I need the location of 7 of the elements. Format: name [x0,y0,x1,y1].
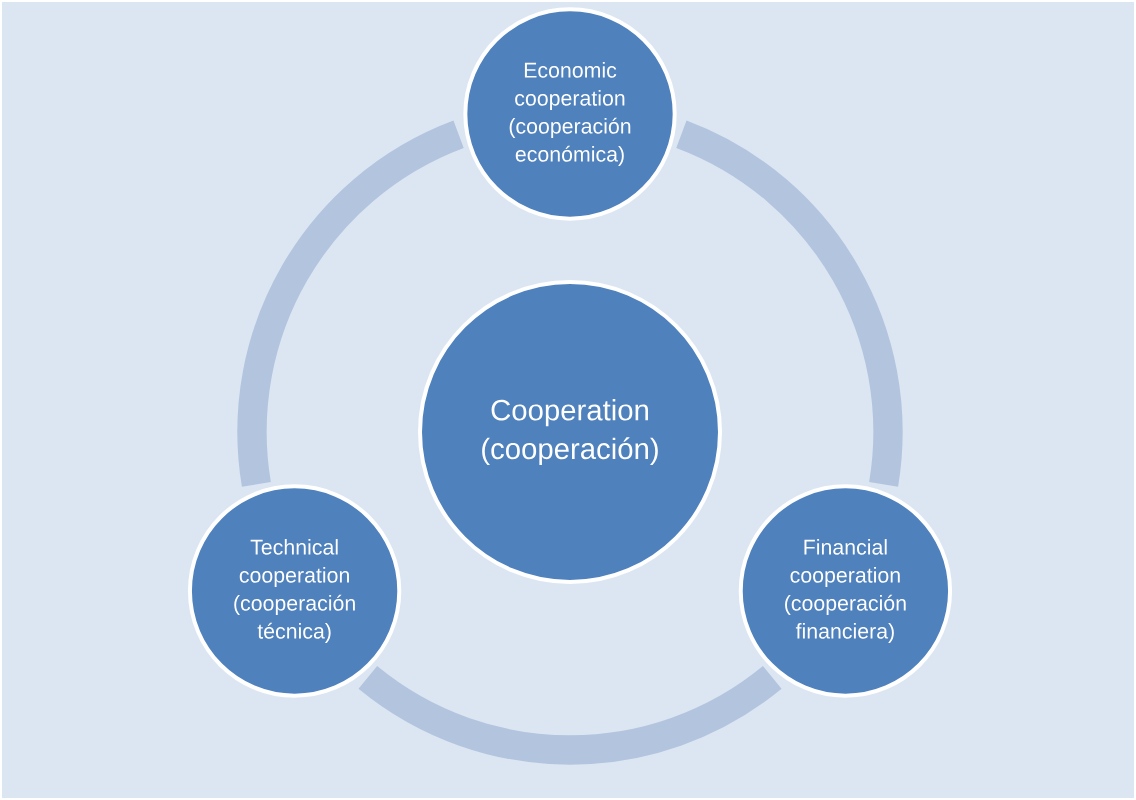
circle-node: Financial cooperation (cooperación financiera) [738,484,953,698]
ring-arc [359,665,781,765]
circle-node: Technical cooperation (cooperación técnica) [187,484,402,698]
ring-arc [237,120,465,486]
circle-node: Economic cooperation (cooperación económica) [463,7,677,221]
ring-arc [675,120,903,486]
circle-node: Cooperation (cooperación) [418,280,722,584]
